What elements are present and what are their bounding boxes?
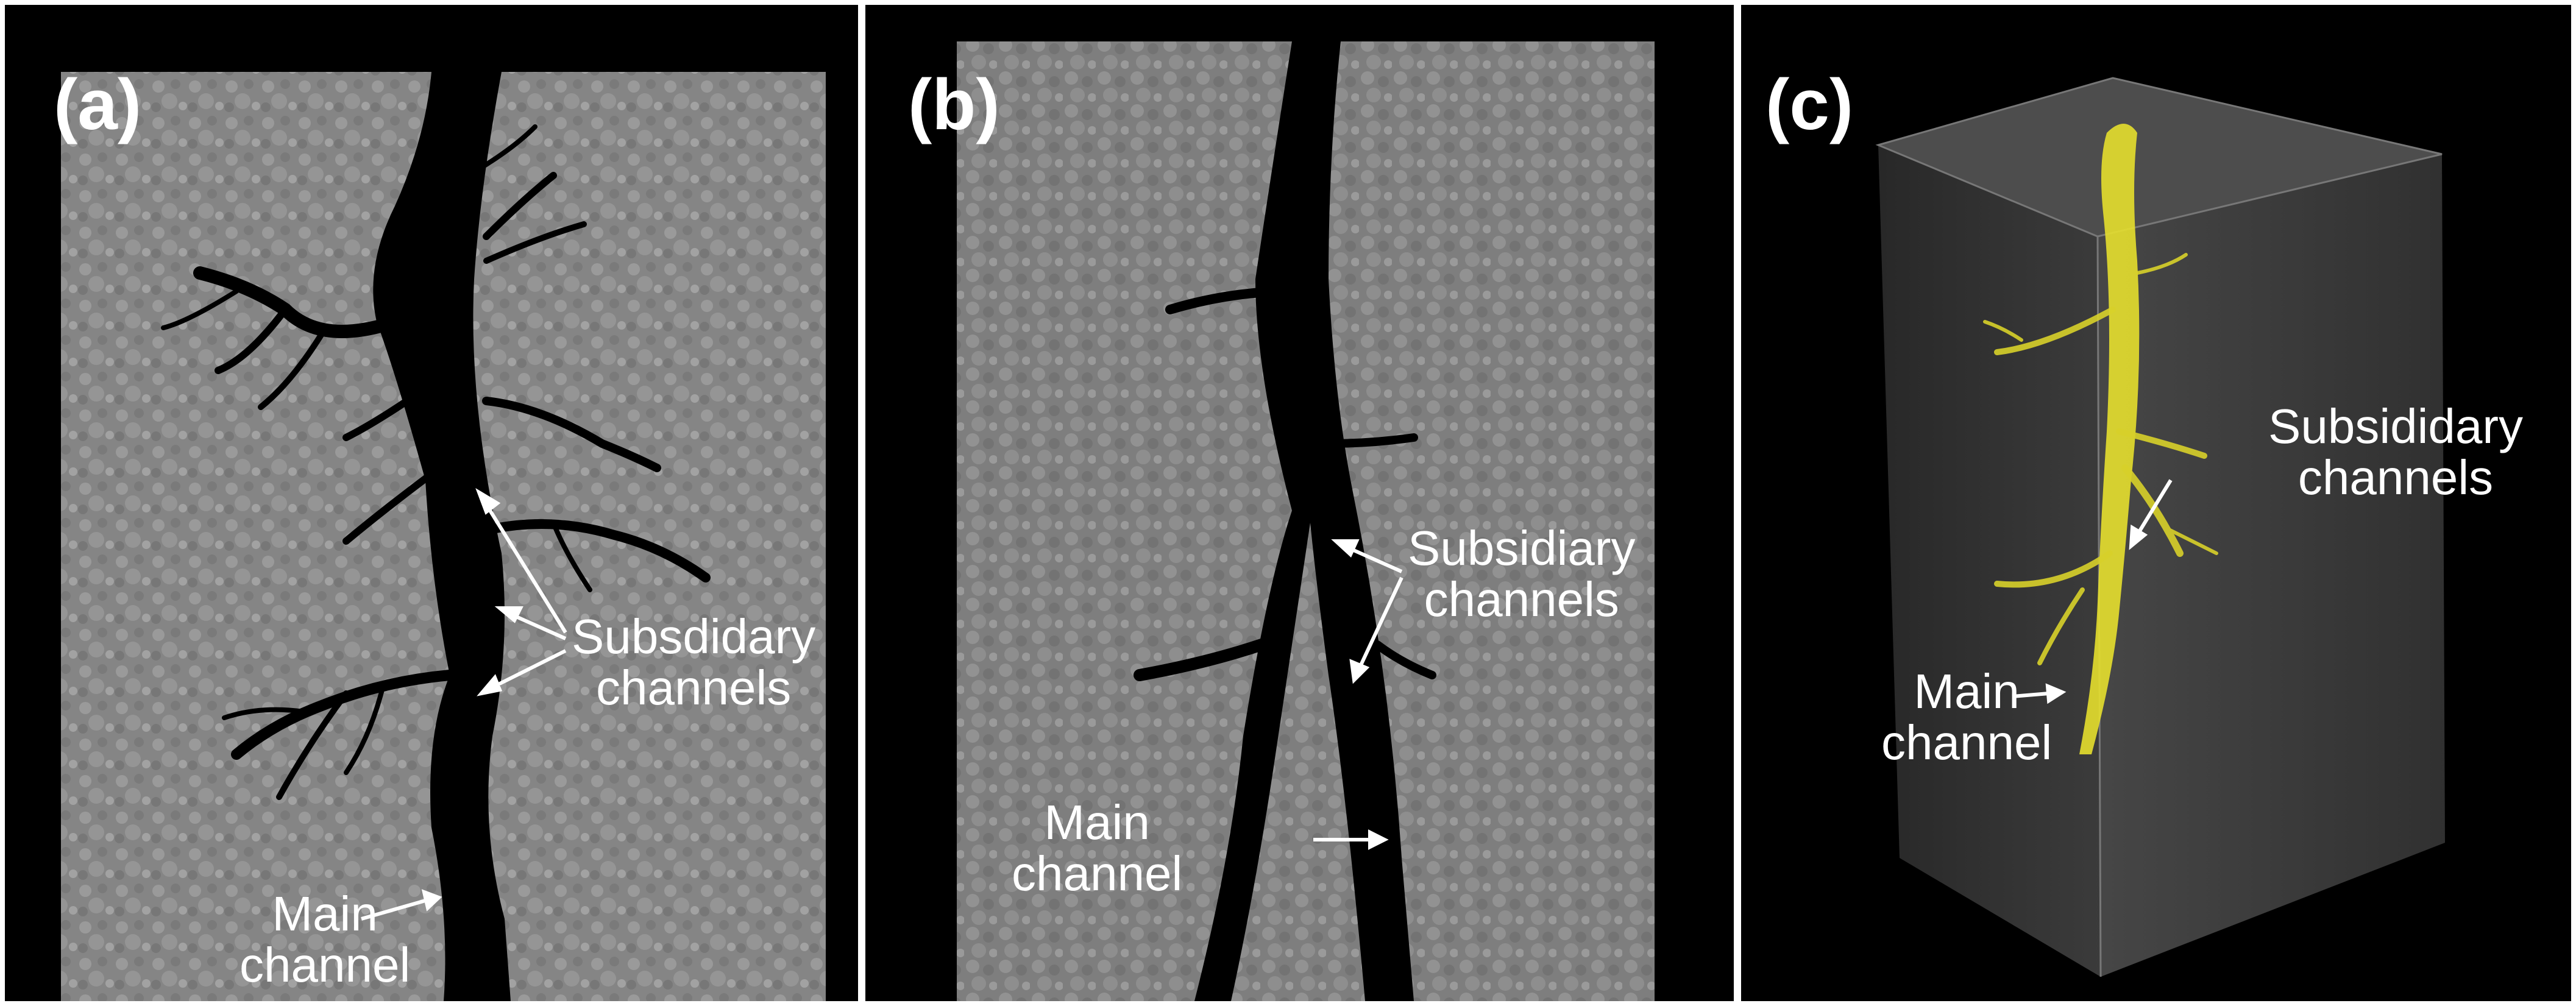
panel-b: (b) Subsidiary channels Main channel [865,5,1734,1001]
panel-b-arrows [1313,539,1403,850]
panel-c-main-label: Main channel [1881,664,2053,770]
panel-c-arrows [2012,479,2173,704]
panel-b-ct-image [957,41,1655,1001]
main-channel [1194,41,1414,1001]
volume-left-face [1878,145,2101,977]
panel-b-subsidiary-label: Subsidiary channels [1408,521,1636,626]
panel-a-ct-image [61,72,826,1001]
panel-c-subsidiary-label: Subsididary channels [2268,399,2524,505]
volume-right-face [2098,154,2445,977]
panel-b-main-label: Main channel [1012,795,1183,901]
panel-c-letter: (c) [1765,65,1854,145]
subsidiary-channels [1134,286,1436,681]
panel-a: (a) Subsdidary channels Main channel [5,5,858,1001]
volume-top-face [1878,78,2442,236]
panel-a-letter: (a) [54,65,142,145]
panel-a-arrows [361,488,567,921]
panel-a-subsidiary-label: Subsdidary channels [572,609,816,715]
panel-b-letter: (b) [908,65,1000,145]
main-channel-3d [2079,124,2140,754]
panel-c-3d-render [1875,77,2445,977]
panel-a-main-label: Main channel [240,887,411,992]
panel-c: (c) Subsididary channels Main channel [1741,5,2571,1001]
subsidiary-channels [161,124,711,800]
main-channel [373,72,511,1001]
